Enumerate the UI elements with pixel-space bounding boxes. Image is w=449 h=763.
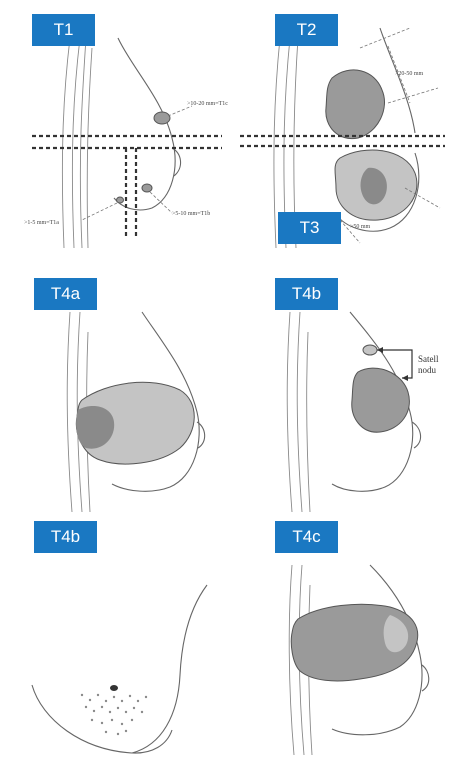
skin-changes <box>81 694 147 735</box>
panel-t1: T1 >10-20 mm=T1c >5-10 mm=T1b >1-5 mm=T1… <box>22 8 222 248</box>
panel-t4b-skin: T4b <box>22 515 222 755</box>
tumor-t1b <box>142 184 152 192</box>
panel-t2-t3: T2 T3 >20-50 mm >50 mm <box>240 8 440 248</box>
nipple <box>110 685 118 691</box>
annotation-satellite: Satell <box>418 354 439 365</box>
tumor-t1c <box>154 112 170 124</box>
annotation-t1b: >5-10 mm=T1b <box>172 211 210 217</box>
panel-label-t4b: T4b <box>275 278 338 310</box>
panel-label-t1: T1 <box>32 14 95 46</box>
panel-t4a: T4a <box>22 272 222 512</box>
panel-label-t3: T3 <box>278 212 341 244</box>
panel-label-t4a: T4a <box>34 278 97 310</box>
satellite-nodule <box>363 345 377 355</box>
annotation-t2: >20-50 mm <box>395 71 423 77</box>
tumor-t4b <box>352 368 410 432</box>
t4c-illustration <box>240 515 445 755</box>
annotation-t3: >50 mm <box>350 224 370 230</box>
panel-label-t4c: T4c <box>275 521 338 553</box>
panel-t4b: T4b Satell nodu <box>240 272 440 512</box>
t2-t3-illustration <box>240 8 445 248</box>
tumor-t1a <box>117 197 124 203</box>
annotation-nodule: nodu <box>418 365 436 376</box>
annotation-t1a: >1-5 mm=T1a <box>24 220 59 226</box>
tumor-t2 <box>326 70 385 139</box>
panel-label-t4b-skin: T4b <box>34 521 97 553</box>
panel-label-t2: T2 <box>275 14 338 46</box>
annotation-t1c: >10-20 mm=T1c <box>187 101 228 107</box>
t4b-illustration <box>240 272 445 512</box>
panel-t4c: T4c <box>240 515 440 755</box>
